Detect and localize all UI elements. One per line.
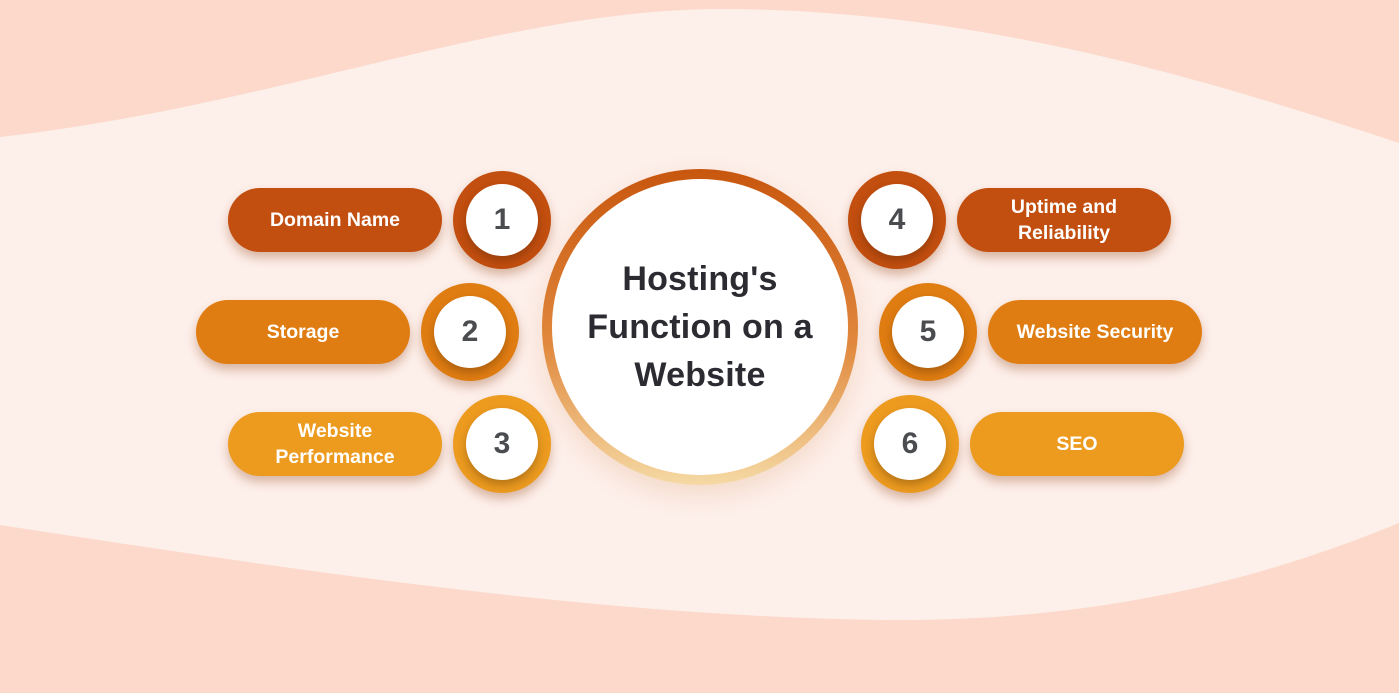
center-circle-fill: Hosting's Function on a Website — [552, 179, 848, 475]
number-badge-3-inner: 3 — [466, 408, 538, 480]
number-badge-5-inner: 5 — [892, 296, 964, 368]
pill-website-performance: Website Performance — [228, 412, 442, 476]
pill-uptime-and-reliability-label: Uptime and Reliability — [1010, 196, 1118, 244]
pill-seo: SEO — [970, 412, 1184, 476]
pill-website-security: Website Security — [988, 300, 1202, 364]
pill-website-performance-label: Website Performance — [275, 420, 395, 468]
pill-storage: Storage — [196, 300, 410, 364]
pill-website-security-label: Website Security — [1016, 321, 1174, 343]
number-badge-6: 6 — [861, 395, 959, 493]
diagram-title-line-2: Function on a — [587, 308, 813, 346]
number-badge-1: 1 — [453, 171, 551, 269]
number-badge-2: 2 — [421, 283, 519, 381]
diagram-title-line-3: Website — [634, 356, 766, 394]
center-gradient-ring: Hosting's Function on a Website — [542, 169, 858, 485]
number-badge-2-inner: 2 — [434, 296, 506, 368]
bottom-wave-shape — [0, 523, 1399, 693]
number-badge-2-value: 2 — [461, 315, 479, 348]
diagram-title-line-1: Hosting's — [622, 260, 778, 298]
number-badge-4-inner: 4 — [861, 184, 933, 256]
pill-uptime-and-reliability: Uptime and Reliability — [957, 188, 1171, 252]
number-badge-3: 3 — [453, 395, 551, 493]
number-badge-3-value: 3 — [493, 427, 511, 460]
number-badge-1-inner: 1 — [466, 184, 538, 256]
number-badge-5: 5 — [879, 283, 977, 381]
pill-seo-label: SEO — [1056, 433, 1098, 455]
number-badge-6-inner: 6 — [874, 408, 946, 480]
number-badge-4-value: 4 — [888, 203, 906, 236]
number-badge-1-value: 1 — [493, 203, 511, 236]
pill-domain-name-label: Domain Name — [269, 209, 401, 231]
pill-storage-label: Storage — [266, 321, 340, 343]
number-badge-4: 4 — [848, 171, 946, 269]
number-badge-6-value: 6 — [901, 427, 919, 460]
pill-domain-name: Domain Name — [228, 188, 442, 252]
number-badge-5-value: 5 — [919, 315, 937, 348]
diagram-title: Hosting's Function on a Website — [587, 255, 812, 399]
top-wave-shape — [0, 0, 1399, 143]
